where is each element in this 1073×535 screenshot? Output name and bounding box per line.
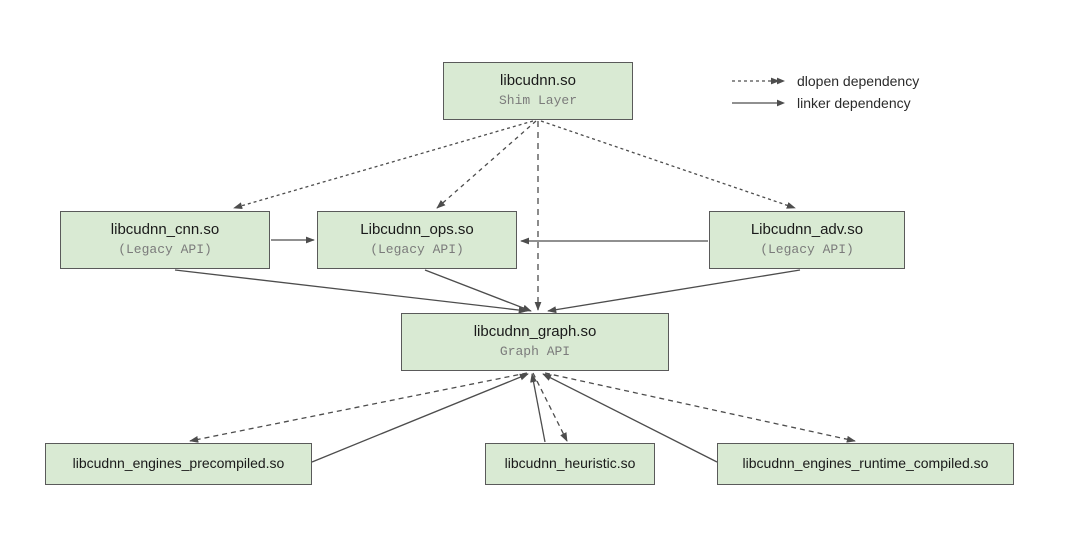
node-title: libcudnn.so xyxy=(500,72,576,90)
legend-item-linker: linker dependency xyxy=(731,92,919,114)
node-title: libcudnn_engines_precompiled.so xyxy=(72,455,285,472)
edge-shim-to-ops xyxy=(436,120,537,209)
solid-arrow-icon xyxy=(732,99,785,107)
legend-label-linker: linker dependency xyxy=(797,95,911,111)
node-title: libcudnn_graph.so xyxy=(473,323,597,341)
edge-heuristic-to-graph xyxy=(530,373,546,443)
edge-precompiled-to-graph xyxy=(311,373,529,463)
node-libcudnn-cnn-so[interactable]: libcudnn_cnn.so (Legacy API) xyxy=(60,211,270,269)
node-libcudnn-engines-precompiled-so[interactable]: libcudnn_engines_precompiled.so xyxy=(45,443,312,485)
node-title: Libcudnn_ops.so xyxy=(360,221,474,239)
legend-item-dlopen: dlopen dependency xyxy=(731,70,919,92)
node-libcudnn-adv-so[interactable]: Libcudnn_adv.so (Legacy API) xyxy=(709,211,905,269)
node-subtitle: (Legacy API) xyxy=(370,241,464,257)
node-libcudnn-so[interactable]: libcudnn.so Shim Layer xyxy=(443,62,633,120)
node-subtitle: Graph API xyxy=(499,343,571,359)
legend: dlopen dependency linker dependency xyxy=(731,70,919,114)
node-libcudnn-heuristic-so[interactable]: libcudnn_heuristic.so xyxy=(485,443,655,485)
edge-shim-to-adv xyxy=(540,120,796,209)
edge-graph-to-precompiled xyxy=(189,372,528,443)
edge-graph-to-heuristic xyxy=(532,372,568,442)
node-subtitle: (Legacy API) xyxy=(760,241,854,257)
edge-shim-to-cnn xyxy=(233,120,534,210)
node-title: libcudnn_heuristic.so xyxy=(504,455,636,472)
edge-runtime-to-graph xyxy=(542,373,718,463)
legend-label-dlopen: dlopen dependency xyxy=(797,73,920,89)
node-title: libcudnn_engines_runtime_compiled.so xyxy=(742,455,989,472)
edge-cnn-to-graph xyxy=(174,269,528,314)
node-title: Libcudnn_adv.so xyxy=(750,221,864,239)
node-libcudnn-ops-so[interactable]: Libcudnn_ops.so (Legacy API) xyxy=(317,211,517,269)
dashed-arrow-icon xyxy=(732,77,785,85)
edge-adv-to-graph xyxy=(547,269,801,314)
node-subtitle: (Legacy API) xyxy=(118,241,212,257)
node-title: libcudnn_cnn.so xyxy=(110,221,220,239)
node-libcudnn-graph-so[interactable]: libcudnn_graph.so Graph API xyxy=(401,313,669,371)
edge-ops-to-graph xyxy=(424,269,532,312)
node-libcudnn-engines-runtime-compiled-so[interactable]: libcudnn_engines_runtime_compiled.so xyxy=(717,443,1014,485)
edge-graph-to-runtime xyxy=(544,372,856,443)
node-subtitle: Shim Layer xyxy=(498,92,577,108)
